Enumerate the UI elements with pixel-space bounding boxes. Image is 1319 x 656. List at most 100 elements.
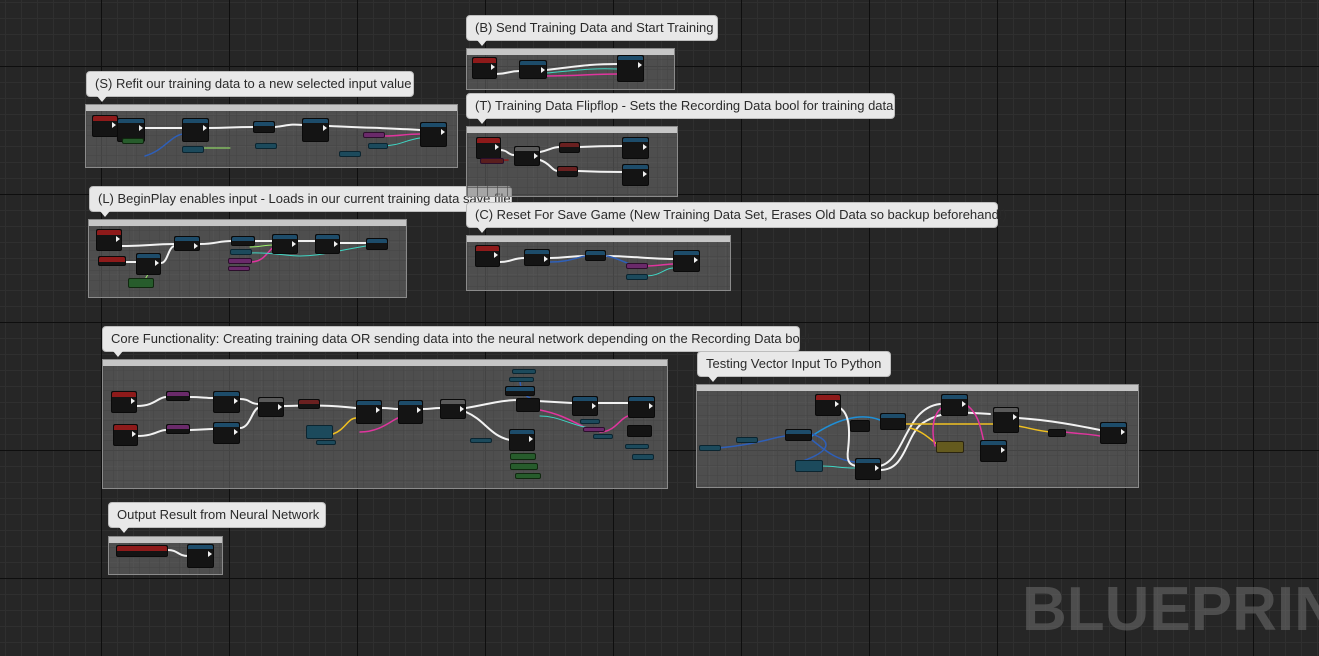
function-node[interactable]	[855, 458, 881, 480]
event-node[interactable]	[113, 424, 138, 446]
variable-node[interactable]	[182, 146, 204, 153]
function-node[interactable]	[315, 234, 340, 254]
function-node[interactable]	[585, 250, 606, 261]
comment-box-vector-test[interactable]	[696, 384, 1139, 488]
variable-node[interactable]	[339, 151, 361, 157]
function-node[interactable]	[509, 429, 535, 451]
branch-node[interactable]	[298, 399, 320, 409]
function-node[interactable]	[187, 544, 214, 568]
variable-node[interactable]	[632, 454, 654, 460]
append-node[interactable]	[516, 398, 540, 412]
variable-node[interactable]	[626, 274, 648, 280]
make-vector-node[interactable]	[850, 420, 870, 432]
function-node[interactable]	[622, 137, 649, 159]
event-node[interactable]	[96, 229, 122, 251]
function-node[interactable]	[572, 396, 598, 416]
event-node[interactable]	[98, 256, 126, 266]
variable-node[interactable]	[626, 263, 648, 269]
variable-node[interactable]	[510, 463, 538, 470]
comment-bubble-send-training[interactable]: (B) Send Training Data and Start Trainin…	[466, 15, 718, 46]
append-node[interactable]	[627, 425, 652, 437]
branch-node[interactable]	[166, 391, 190, 401]
event-node[interactable]	[92, 115, 118, 137]
function-node[interactable]	[398, 400, 423, 424]
sequence-node[interactable]	[993, 407, 1019, 433]
function-node[interactable]	[1100, 422, 1127, 444]
variable-node[interactable]	[795, 460, 823, 472]
comment-bubble-reset[interactable]: (C) Reset For Save Game (New Training Da…	[466, 202, 1007, 233]
function-node[interactable]	[880, 413, 906, 430]
function-node[interactable]	[136, 253, 161, 275]
flipflop-node[interactable]	[514, 146, 540, 166]
event-node[interactable]	[815, 394, 841, 416]
event-node[interactable]	[476, 137, 501, 159]
comment-box-header	[89, 220, 406, 226]
set-node[interactable]	[559, 142, 580, 153]
variable-node[interactable]	[228, 258, 252, 264]
event-node[interactable]	[475, 245, 500, 267]
variable-node[interactable]	[228, 266, 250, 271]
event-node[interactable]	[116, 545, 168, 557]
variable-node[interactable]	[230, 249, 252, 255]
variable-node[interactable]	[306, 425, 333, 439]
function-node[interactable]	[941, 394, 968, 416]
variable-node[interactable]	[583, 427, 605, 432]
comment-bubble-flipflop[interactable]: (T) Training Data Flipflop - Sets the Re…	[466, 93, 895, 124]
function-node[interactable]	[182, 118, 209, 142]
variable-node[interactable]	[368, 143, 388, 149]
variable-node[interactable]	[480, 158, 504, 164]
function-node[interactable]	[519, 60, 547, 79]
append-node[interactable]	[1048, 429, 1066, 437]
branch-node[interactable]	[166, 424, 190, 434]
function-node[interactable]	[524, 249, 550, 266]
variable-node[interactable]	[122, 138, 144, 144]
function-node[interactable]	[785, 429, 812, 441]
comment-bubble-output[interactable]: Output Result from Neural Network	[108, 502, 326, 533]
function-node[interactable]	[622, 164, 649, 186]
function-node[interactable]	[356, 400, 382, 424]
variable-node[interactable]	[509, 377, 534, 382]
function-node[interactable]	[505, 386, 535, 396]
function-node[interactable]	[213, 422, 240, 444]
function-node[interactable]	[980, 440, 1007, 462]
variable-node[interactable]	[128, 278, 154, 288]
comment-box-header	[467, 127, 677, 133]
blueprint-watermark: BLUEPRINT	[1022, 575, 1319, 644]
function-node[interactable]	[617, 55, 644, 82]
branch-node[interactable]	[440, 399, 466, 419]
variable-node[interactable]	[470, 438, 492, 443]
variable-node[interactable]	[580, 419, 600, 424]
function-node[interactable]	[253, 121, 275, 133]
variable-node[interactable]	[363, 132, 385, 138]
function-node[interactable]	[302, 118, 329, 142]
variable-node[interactable]	[625, 444, 649, 449]
set-node[interactable]	[557, 166, 578, 177]
function-node[interactable]	[231, 236, 255, 246]
function-node[interactable]	[213, 391, 240, 413]
variable-node[interactable]	[699, 445, 721, 451]
comment-bubble-refit[interactable]: (S) Refit our training data to a new sel…	[86, 71, 414, 102]
comment-bubble-core[interactable]: Core Functionality: Creating training da…	[102, 326, 810, 357]
variable-node[interactable]	[255, 143, 277, 149]
comment-bubble-beginplay[interactable]: (L) BeginPlay enables input - Loads in o…	[89, 186, 512, 217]
sequence-node[interactable]	[258, 397, 284, 417]
function-node[interactable]	[366, 238, 388, 250]
variable-node[interactable]	[316, 440, 336, 445]
function-node[interactable]	[272, 234, 298, 254]
variable-node[interactable]	[510, 453, 536, 460]
function-node[interactable]	[420, 122, 447, 147]
variable-node[interactable]	[736, 437, 758, 443]
variable-node[interactable]	[512, 369, 536, 374]
function-node[interactable]	[174, 236, 200, 251]
variable-node[interactable]	[593, 434, 613, 439]
event-node[interactable]	[111, 391, 137, 413]
function-node[interactable]	[673, 250, 700, 272]
variable-node[interactable]	[936, 441, 964, 453]
variable-node[interactable]	[515, 473, 541, 479]
comment-box-header	[697, 385, 1138, 391]
event-node[interactable]	[472, 57, 497, 79]
comment-box-header	[467, 49, 674, 55]
function-node[interactable]	[628, 396, 655, 418]
comment-bubble-vector-test[interactable]: Testing Vector Input To Python	[697, 351, 891, 382]
comment-box-header	[86, 105, 457, 111]
